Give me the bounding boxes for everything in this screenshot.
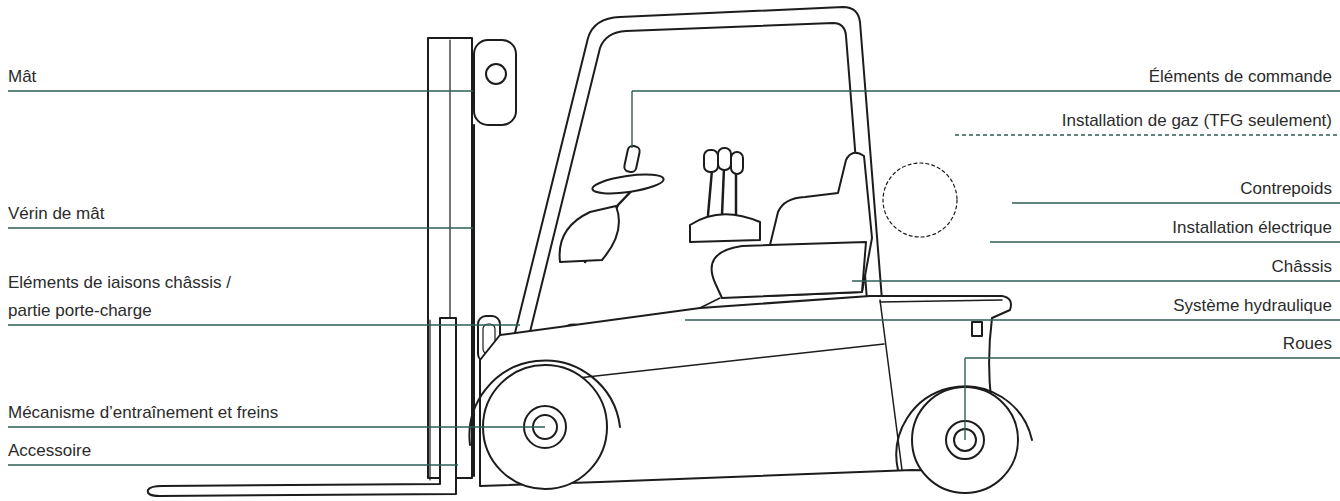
gas-tank-outline: [883, 163, 957, 237]
leader-line: [964, 358, 965, 440]
mast-top: [474, 40, 516, 125]
counterweight-seam: [880, 300, 902, 470]
part-label: Installation de gaz (TFG seulement): [1062, 111, 1332, 131]
lever-knob: [731, 152, 743, 174]
leader-line: [852, 280, 1340, 281]
part-label: Éléments de commande: [1149, 67, 1332, 87]
lamp: [972, 322, 982, 336]
cab-frame-outer: [512, 7, 882, 345]
carriage-plate: [429, 320, 430, 480]
part-label: Mât: [8, 67, 36, 87]
steering-knob: [623, 145, 640, 173]
part-label: Roues: [1283, 334, 1332, 354]
part-label: Eléments de iaisons châssis / partie por…: [8, 269, 258, 325]
counterweight-top: [880, 300, 1002, 302]
part-label: Mécanisme d’entraînement et freins: [8, 403, 278, 423]
part-label: Installation électrique: [1172, 218, 1332, 238]
leader-line: [685, 319, 1340, 320]
body-line: [700, 298, 720, 308]
lever-knob: [704, 150, 718, 172]
leader-line: [1012, 202, 1340, 203]
lever-console: [690, 214, 760, 242]
control-levers: [708, 168, 736, 215]
leader-line: [955, 134, 1340, 135]
leader-line: [8, 426, 545, 427]
part-label: Système hydraulique: [1173, 296, 1332, 316]
leader-line: [632, 90, 1340, 91]
part-label: Contrepoids: [1240, 179, 1332, 199]
cab-frame-inner: [528, 23, 867, 340]
part-label: Accessoire: [8, 441, 91, 461]
leader-line: [8, 324, 520, 325]
part-label: Vérin de mât: [8, 204, 104, 224]
leader-line: [8, 227, 473, 228]
leader-line: [8, 464, 458, 465]
leader-line: [990, 241, 1340, 242]
leader-line: [965, 357, 1340, 358]
leader-line: [631, 91, 632, 148]
seat-cushion: [712, 242, 866, 298]
leader-lines: [8, 91, 1340, 465]
part-label: Châssis: [1272, 257, 1332, 277]
sill-line: [560, 344, 884, 380]
dashboard-cover: [560, 206, 619, 262]
forklift-drawing: [148, 7, 1032, 496]
lever-knob: [718, 148, 731, 170]
mast-rail: [473, 125, 475, 476]
steering-wheel: [591, 171, 665, 197]
pulley: [486, 64, 506, 84]
leader-line: [8, 90, 473, 91]
